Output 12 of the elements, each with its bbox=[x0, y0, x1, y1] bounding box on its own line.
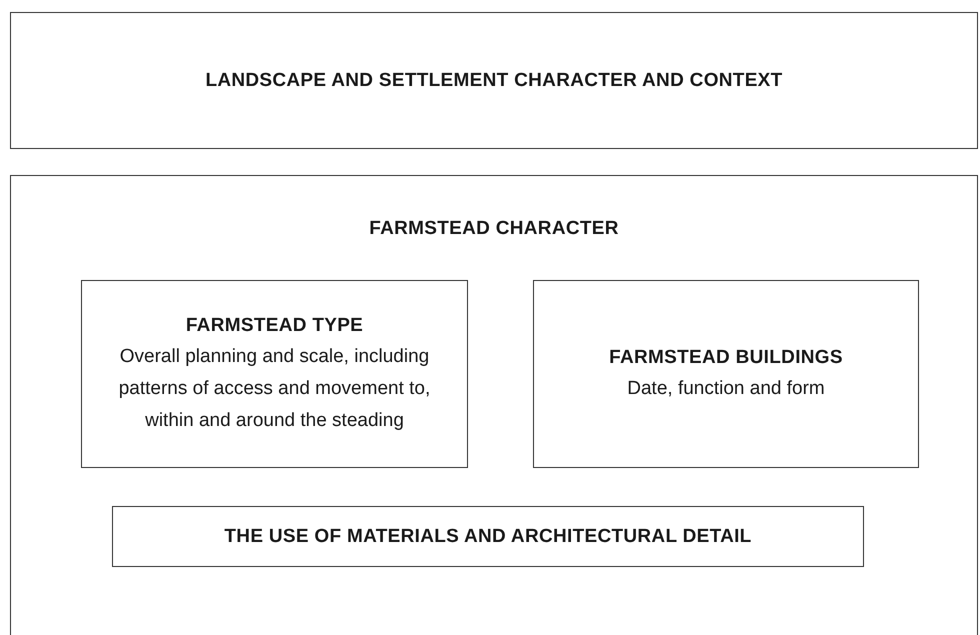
content-box bbox=[533, 280, 919, 468]
content-box bbox=[112, 506, 864, 567]
box-heading: LANDSCAPE AND SETTLEMENT CHARACTER AND CONTEXT bbox=[205, 68, 783, 92]
box-description: Date, function and form bbox=[627, 377, 825, 401]
box-description: Overall planning and scale, including patterns of access and movement to, within and around the steading bbox=[118, 345, 432, 433]
content-box bbox=[81, 280, 468, 468]
content-box bbox=[10, 175, 978, 635]
content-box bbox=[10, 12, 978, 149]
box-heading: THE USE OF MATERIALS AND ARCHITECTURAL DETAIL bbox=[224, 524, 752, 548]
box-heading: FARMSTEAD TYPE bbox=[186, 314, 364, 338]
box-heading: FARMSTEAD CHARACTER bbox=[369, 217, 619, 241]
box-heading: FARMSTEAD BUILDINGS bbox=[609, 346, 843, 370]
